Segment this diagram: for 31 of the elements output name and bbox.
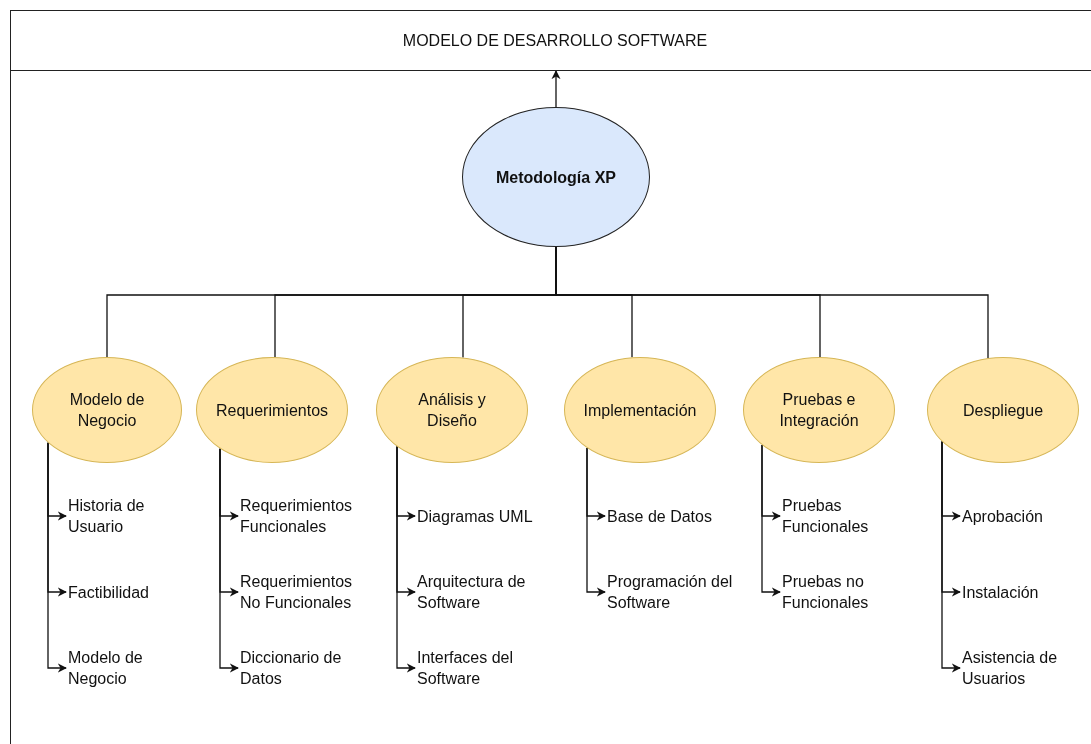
arrow — [941, 440, 961, 673]
item-label: Modelo de Negocio — [68, 647, 203, 689]
item-label: Asistencia de Usuarios — [962, 647, 1091, 689]
arrow — [47, 442, 67, 673]
arrow — [396, 445, 416, 673]
item-label: Requerimientos No Funcionales — [240, 571, 375, 613]
header-text: MODELO DE DESARROLLO SOFTWARE — [402, 31, 709, 50]
item-label: Arquitectura de Software — [417, 571, 552, 613]
item-label: Factibilidad — [68, 571, 203, 613]
item-label: Diagramas UML — [417, 495, 552, 537]
arrow — [219, 448, 239, 673]
arrow — [761, 444, 781, 597]
item-label: Diccionario de Datos — [240, 647, 375, 689]
item-label: Programación del Software — [607, 571, 742, 613]
item-label: Pruebas Funcionales — [782, 495, 917, 537]
ellipse-label: Metodología XP — [496, 167, 616, 188]
ellipse-label: Implementación — [583, 400, 697, 421]
item-label: Base de Datos — [607, 495, 742, 537]
item-label: Historia de Usuario — [68, 495, 203, 537]
ellipse-label: Despliegue — [962, 400, 1044, 421]
arrow — [586, 447, 606, 597]
ellipse-label: Requerimientos — [215, 400, 329, 421]
item-label: Pruebas no Funcionales — [782, 571, 917, 613]
ellipse-label: Análisis y Diseño — [417, 390, 487, 431]
arrow — [551, 70, 561, 108]
item-label: Interfaces del Software — [417, 647, 552, 689]
ellipse-label: Modelo de Negocio — [68, 390, 146, 431]
item-label: Requerimientos Funcionales — [240, 495, 375, 537]
item-label: Instalación — [962, 571, 1091, 613]
ellipse-label: Pruebas e Integración — [778, 390, 860, 431]
item-label: Aprobación — [962, 495, 1091, 537]
